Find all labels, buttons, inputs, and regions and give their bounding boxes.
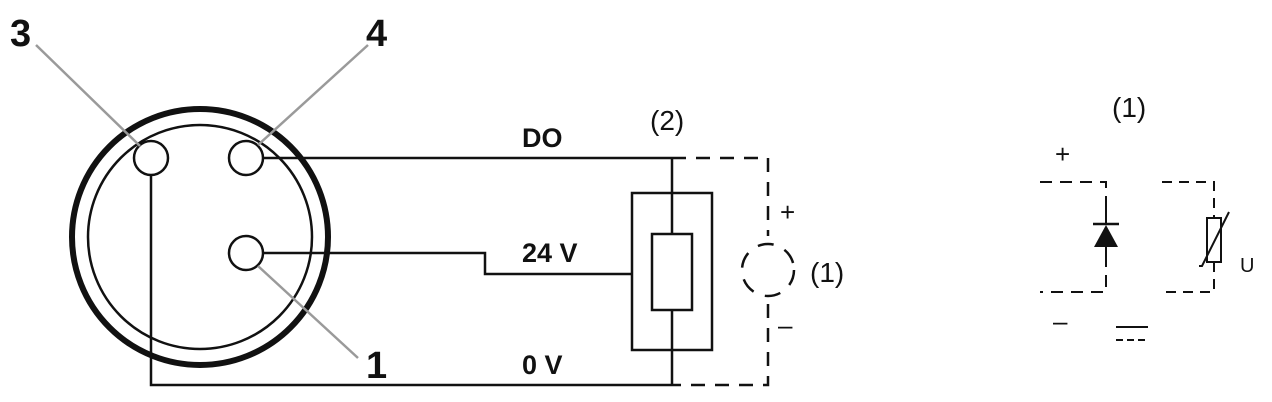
varistor-label: U	[1240, 255, 1254, 277]
v0-label: 0 V	[522, 350, 563, 380]
legend-1: (1) + – U	[1040, 92, 1254, 341]
pin-4-socket	[227, 139, 265, 177]
diode-icon	[1094, 225, 1118, 247]
source-dashed-bottom	[672, 304, 770, 387]
legend-plus: +	[1055, 139, 1070, 169]
legend-diode-dashed-bottom	[1040, 255, 1107, 293]
v24-wire	[263, 251, 632, 276]
wires	[149, 156, 672, 387]
source-plus: +	[780, 197, 795, 227]
legend-minus: –	[1053, 306, 1068, 336]
connector	[69, 106, 331, 368]
pin-3-number: 3	[10, 13, 31, 55]
legend-varistor-dashed-bottom	[1162, 262, 1215, 293]
pin-1-leader	[257, 265, 359, 359]
legend-ref-label: (1)	[1112, 92, 1146, 123]
ground-symbol	[1116, 326, 1148, 341]
legend-diode-group	[1040, 181, 1107, 293]
pin-4-leader	[257, 44, 369, 146]
varistor-slash	[1199, 211, 1230, 267]
load-resistor	[650, 232, 694, 312]
source-ref-label: (1)	[810, 257, 844, 288]
v24-label: 24 V	[522, 238, 578, 268]
load-ref-label: (2)	[650, 105, 684, 136]
pin-4-number: 4	[366, 13, 387, 55]
pin-1-socket	[227, 234, 265, 272]
pin-3-leader	[35, 44, 141, 147]
legend-varistor-group	[1162, 181, 1230, 293]
source-1	[672, 156, 796, 387]
pin-1-number: 1	[366, 345, 387, 387]
source-symbol	[740, 242, 796, 298]
connector-inner-ring	[86, 123, 314, 351]
source-dashed-top	[672, 156, 770, 236]
pin-leaders	[35, 44, 369, 359]
do-label: DO	[522, 123, 563, 153]
connector-outer-ring	[69, 106, 331, 368]
source-minus: –	[778, 310, 793, 340]
legend-diode-dashed-top	[1040, 181, 1107, 200]
legend-varistor-dashed	[1162, 181, 1215, 218]
v0-wire	[149, 175, 672, 387]
varistor-icon	[1206, 217, 1222, 263]
load-2	[630, 158, 714, 385]
